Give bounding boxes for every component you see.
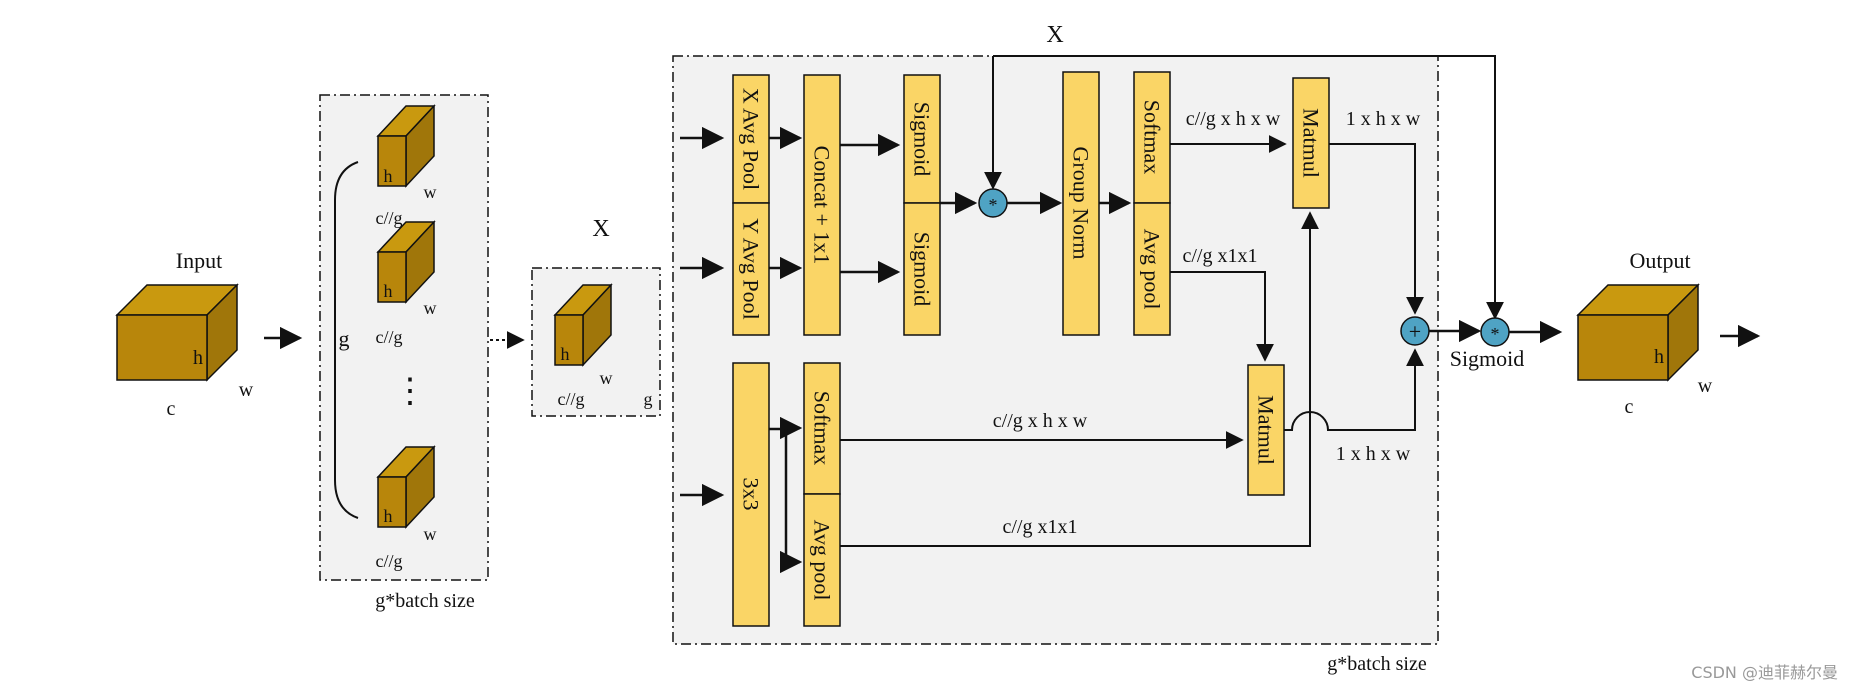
edge-label-hw-top: 1 x h x w: [1346, 108, 1421, 130]
arrow-conv-softmax: [769, 416, 803, 440]
group-cube-2-w: w: [424, 298, 437, 318]
sigmoid-out-label: Sigmoid: [1450, 346, 1525, 371]
group-cube-3-cg: c//g: [376, 551, 403, 571]
matmul-label-2: Matmul: [1254, 395, 1279, 465]
group-cube-2-h: h: [384, 281, 393, 301]
avg-pool-block-1: [1133, 202, 1171, 336]
concat-label: Concat + 1x1: [810, 146, 835, 265]
output-label: Output: [1629, 248, 1690, 273]
output-cube: [1577, 284, 1699, 381]
output-cube-h: h: [1654, 346, 1664, 368]
input-label: Input: [176, 248, 222, 273]
arrow-conv-avgpool: [779, 429, 803, 574]
x-cube-w: w: [600, 368, 613, 388]
batch-label-left: g*batch size: [375, 590, 475, 612]
sigmoid-label-2: Sigmoid: [910, 232, 935, 307]
group-cube-3-w: w: [424, 524, 437, 544]
cube-c-label: c: [167, 398, 176, 420]
output-cube-c: c: [1625, 396, 1634, 418]
softmax-block-1: [1133, 71, 1171, 204]
matmul-block-1: [1292, 77, 1330, 209]
sigmoid-block-1: [903, 74, 941, 204]
cube-w-label: w: [239, 379, 254, 401]
edge-label-cghw-bottom: c//g x h x w: [993, 410, 1088, 432]
avg-pool-label-1: Avg pool: [1140, 229, 1165, 310]
input-cube: [116, 284, 238, 381]
output-cube-w: w: [1698, 375, 1713, 397]
avg-pool-block-2: [803, 493, 841, 627]
matmul-block-2: [1247, 364, 1285, 496]
edge-label-cg11-bottom: c//g x1x1: [1003, 516, 1078, 538]
group-bracket: [334, 161, 359, 519]
sigmoid-label-1: Sigmoid: [910, 102, 935, 177]
group-cube-1-cg: c//g: [376, 208, 403, 228]
conv-3x3-block: [732, 362, 770, 627]
x-cube-g: g: [644, 389, 653, 409]
group-cube-3-h: h: [384, 506, 393, 526]
group-ellipsis: ⋮: [393, 373, 427, 410]
x-label-top: X: [1046, 22, 1063, 48]
y-avg-pool-label: Y Avg Pool: [739, 218, 764, 319]
group-cube-1-w: w: [424, 182, 437, 202]
edge-label-hw-bottom: 1 x h x w: [1336, 443, 1411, 465]
multiply-op-1-symbol: *: [989, 195, 998, 215]
cube-h-label: h: [193, 347, 203, 369]
x-label-mid: X: [592, 216, 609, 242]
edge-label-cghw-top: c//g x h x w: [1186, 108, 1281, 130]
arrow-avgpool-matmul-bottom: [1170, 271, 1274, 362]
edge-label-cg11-top: c//g x1x1: [1183, 245, 1258, 267]
concat-block: [803, 74, 841, 336]
x-residual-line: [993, 55, 1504, 320]
x-avg-pool-label: X Avg Pool: [739, 88, 764, 190]
arrow-avgpool2-matmul1: [840, 211, 1319, 547]
arrow-matmul2-add: [1284, 348, 1424, 431]
matmul-label-1: Matmul: [1299, 108, 1324, 178]
x-cube-cg: c//g: [558, 389, 585, 409]
softmax-label-1: Softmax: [1140, 100, 1165, 175]
softmax-block-2: [803, 362, 841, 495]
x-cube-h: h: [561, 344, 570, 364]
group-norm-block: [1062, 71, 1100, 336]
arrow-matmul1-add: [1329, 143, 1424, 315]
multiply-op-2-symbol: *: [1491, 324, 1500, 344]
batch-label-right: g*batch size: [1327, 653, 1427, 675]
group-g-label: g: [339, 326, 350, 351]
watermark: CSDN @迪菲赫尔曼: [1691, 663, 1838, 682]
add-op-symbol: +: [1409, 319, 1421, 344]
softmax-label-2: Softmax: [810, 391, 835, 466]
conv-3x3-label: 3x3: [739, 478, 764, 511]
group-cube-1-h: h: [384, 166, 393, 186]
group-cube-2-cg: c//g: [376, 327, 403, 347]
avg-pool-label-2: Avg pool: [810, 520, 835, 601]
group-norm-label: Group Norm: [1069, 146, 1094, 259]
sigmoid-block-2: [903, 202, 941, 336]
